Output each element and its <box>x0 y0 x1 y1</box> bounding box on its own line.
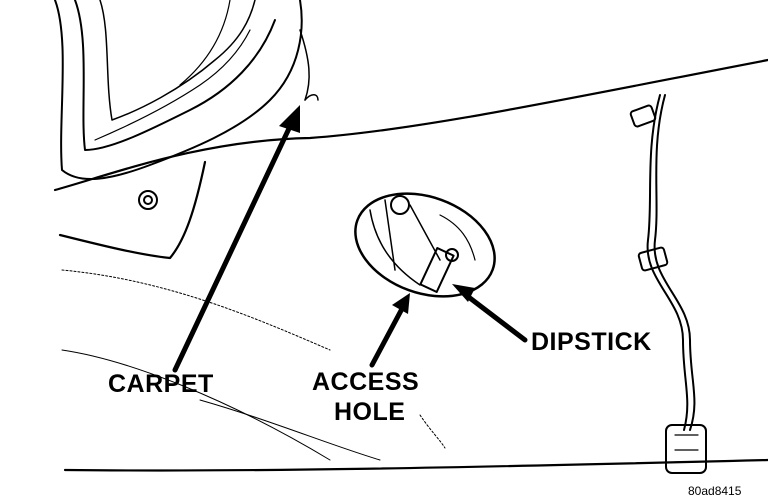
carpet-label: CARPET <box>108 370 214 398</box>
access-hole <box>354 192 496 298</box>
carpet-outline <box>54 0 319 181</box>
wiring-harness <box>629 94 707 474</box>
access-hole-label-line1: ACCESS <box>312 368 420 396</box>
access-arrowhead <box>392 293 410 314</box>
dipstick-label: DIPSTICK <box>531 328 652 356</box>
access-hole-label-line2: HOLE <box>334 398 406 426</box>
figure-id: 80ad8415 <box>688 484 742 498</box>
carpet-arrowhead <box>279 105 300 133</box>
bolt-icon <box>138 190 158 210</box>
leader-arrows <box>172 117 528 373</box>
floor-panel <box>53 58 768 472</box>
dipstick-arrowhead <box>452 284 475 302</box>
